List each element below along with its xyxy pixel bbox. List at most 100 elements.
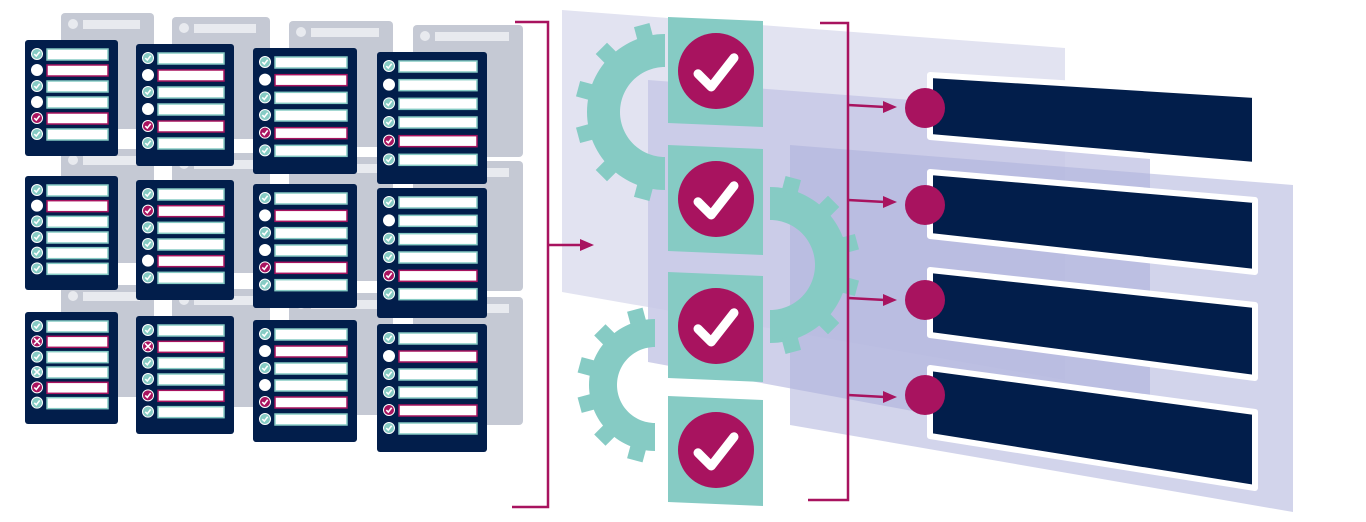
check-mark-icon (144, 392, 152, 399)
check-mark-icon (261, 365, 269, 372)
gear-tooth (627, 307, 647, 328)
check-mark-icon (261, 264, 269, 271)
ghost-check-icon (68, 291, 78, 301)
check-circle-icon (31, 64, 43, 76)
checklist-line (157, 103, 225, 116)
checklist-line (157, 120, 225, 133)
check-mark-icon (144, 140, 152, 147)
check-circle-icon (383, 78, 395, 91)
ghost-line (194, 24, 256, 33)
check-mark-icon (33, 249, 41, 256)
check-mark-icon (385, 371, 393, 378)
checklist-card (377, 188, 487, 318)
checklist-line (157, 356, 225, 370)
check-circle-icon (31, 199, 43, 212)
check-mark-icon (385, 254, 393, 261)
check-mark-icon (261, 229, 269, 236)
checklist-line (46, 64, 109, 77)
check-circle-icon (259, 209, 271, 222)
checklist-card (25, 40, 118, 156)
checklist-line (398, 269, 478, 283)
checklist-line (157, 389, 225, 403)
check-mark-icon (261, 112, 269, 119)
check-mark-icon (385, 425, 393, 432)
checklist-line (46, 215, 109, 229)
ghost-line (311, 28, 379, 37)
gear-tooth (633, 22, 654, 43)
check-mark-icon (385, 156, 393, 163)
ghost-check-icon (68, 155, 78, 165)
check-mark-icon (33, 323, 41, 330)
checklist-line (274, 379, 348, 392)
gears (575, 22, 860, 463)
gear-icon (589, 319, 655, 451)
check-mark-icon (385, 235, 393, 242)
ghost-line (435, 32, 509, 41)
check-mark-icon (33, 384, 41, 391)
check-mark-icon (385, 407, 393, 414)
check-mark-icon (33, 265, 41, 272)
output-dot (905, 88, 945, 128)
check-mark-icon (385, 137, 393, 144)
ghost-check-icon (420, 31, 430, 41)
check-mark-icon (385, 119, 393, 126)
check-mark-icon (261, 399, 269, 406)
checklist-card (253, 320, 357, 442)
check-circle-icon (678, 288, 754, 364)
check-circle-icon (678, 412, 754, 488)
checklist-line (274, 209, 348, 223)
checklist-line (46, 128, 109, 141)
output-bars (905, 72, 1258, 491)
checklist-card (136, 316, 234, 434)
check-mark-icon (33, 131, 41, 138)
checklist-line (46, 96, 109, 109)
check-circle-icon (142, 103, 154, 115)
check-mark-icon (33, 353, 41, 360)
check-mark-icon (261, 195, 269, 202)
arrow-head (883, 294, 897, 306)
check-circle-icon (259, 73, 271, 86)
check-circle-icon (142, 69, 154, 81)
checklist-grid (25, 40, 487, 452)
cross-icon (33, 368, 41, 376)
checklist-line (398, 368, 478, 381)
check-circle-icon (383, 350, 395, 362)
checklist-line (46, 366, 109, 379)
check-mark-icon (144, 376, 152, 383)
check-circle-icon (259, 379, 271, 391)
check-circle-icon (142, 254, 154, 267)
gear-tooth (627, 442, 647, 463)
output-dot (905, 280, 945, 320)
ghost-check-icon (179, 23, 189, 33)
checklist-line (398, 97, 478, 111)
checklist-line (398, 350, 478, 363)
arrow-right-icon (847, 296, 886, 302)
check-mark-icon (385, 389, 393, 396)
check-circle-icon (383, 214, 395, 227)
check-mark-icon (144, 359, 152, 366)
checklist-line (398, 251, 478, 264)
ghost-line (83, 292, 140, 301)
gear-tooth (816, 311, 840, 335)
checklist-card (136, 180, 234, 300)
check-mark-icon (144, 224, 152, 231)
checklist-line (398, 196, 478, 209)
check-mark-icon (144, 191, 152, 198)
check-circle-icon (678, 33, 754, 109)
arrow-head (883, 391, 897, 403)
check-mark-icon (385, 100, 393, 107)
checklist-line (398, 153, 478, 167)
output-dot (905, 185, 945, 225)
check-mark-icon (693, 181, 739, 220)
checklist-line (157, 405, 225, 419)
check-mark-icon (33, 187, 41, 194)
brackets (512, 20, 897, 509)
gear-tooth (575, 80, 596, 101)
check-mark-icon (261, 331, 269, 338)
checklist-line (398, 422, 478, 435)
check-mark-icon (693, 308, 739, 347)
checklist-line (46, 48, 109, 61)
check-circle-icon (259, 244, 271, 256)
check-mark-icon (385, 335, 393, 342)
